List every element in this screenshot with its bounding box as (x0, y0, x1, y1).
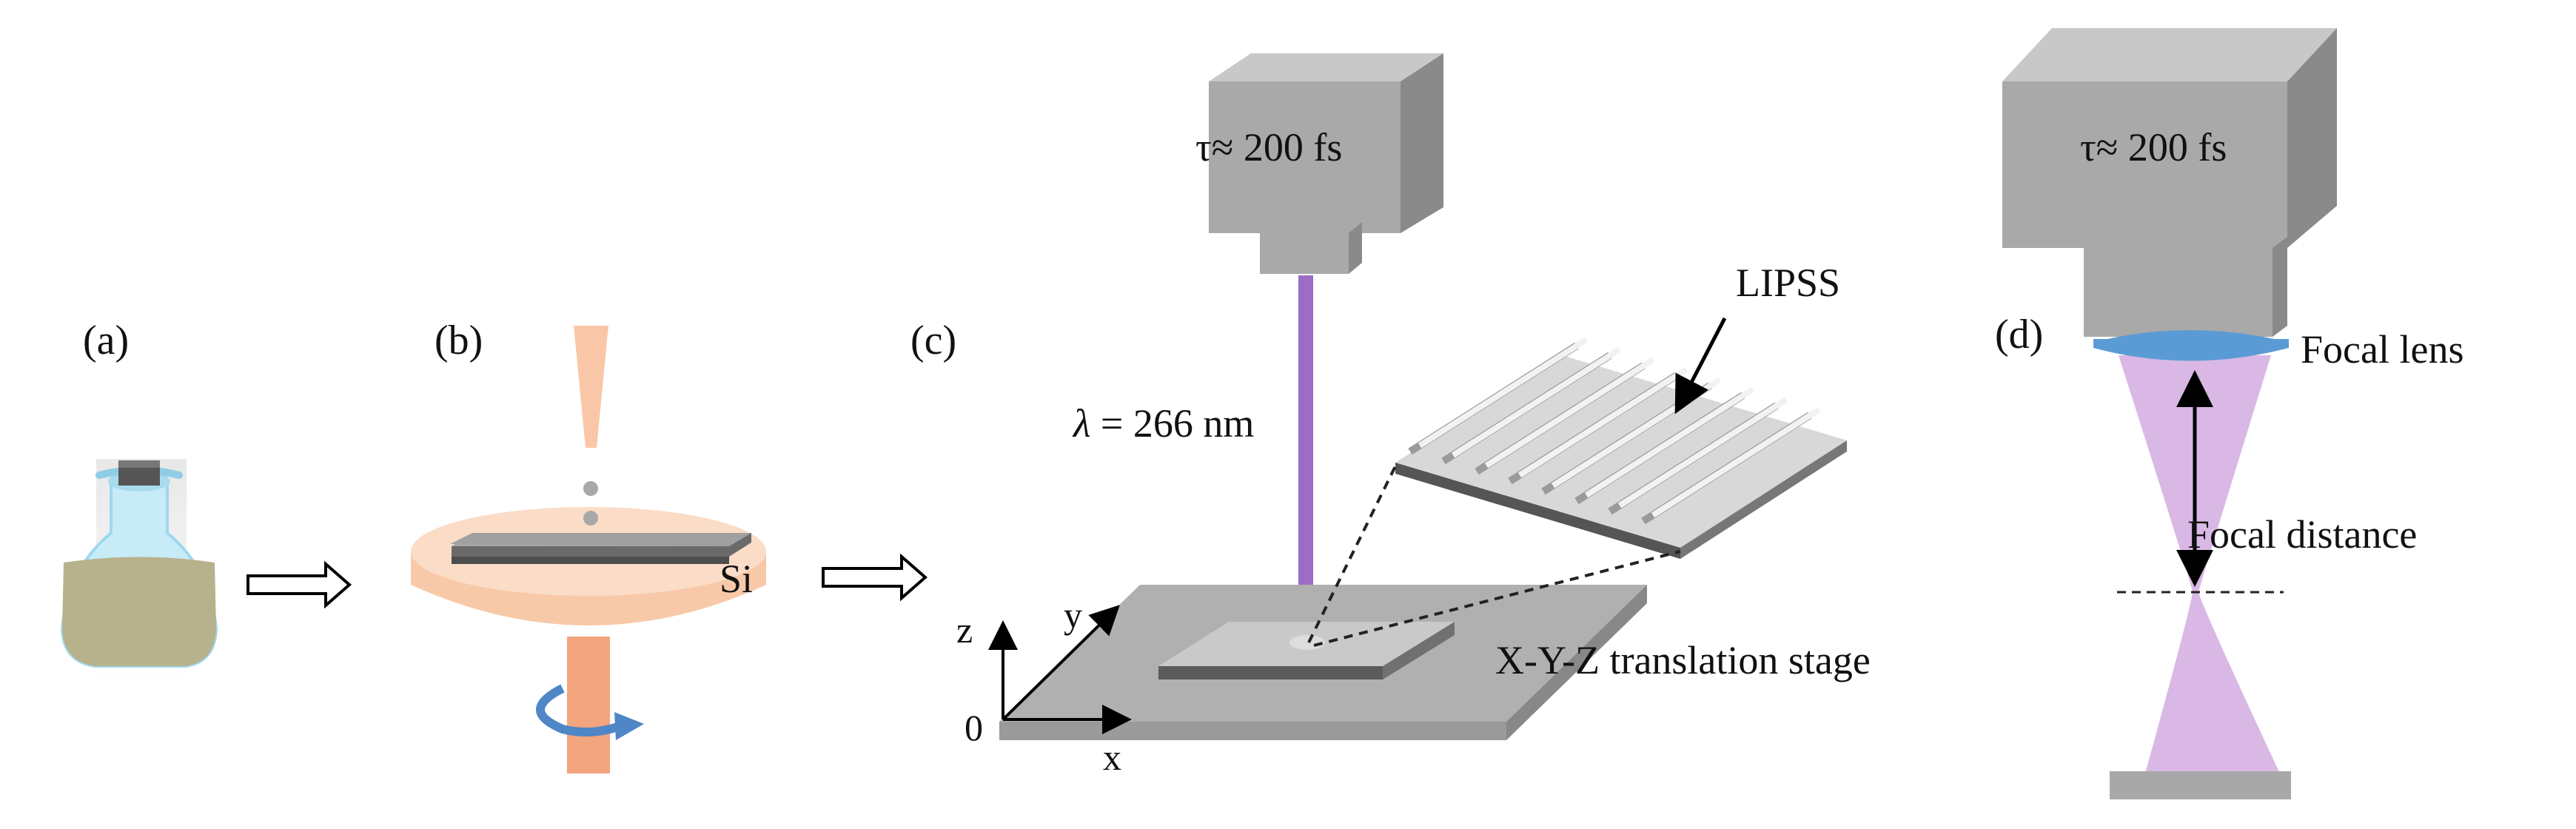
rotation-arrow-icon (536, 684, 624, 736)
laser-head-d: τ≈ 200 fs (2002, 28, 2337, 337)
spin-coater-icon: Si (411, 326, 766, 773)
panel-c-label: (c) (910, 318, 956, 363)
focused-beam-cone (2119, 355, 2280, 773)
panel-a: (a) (60, 318, 352, 681)
process-arrow-icon (822, 553, 928, 602)
panel-b-label: (b) (435, 318, 483, 363)
sample-plate (2110, 771, 2291, 799)
panel-c: (c) τ≈ 200 fs λ = 266 nm X-Y-Z translati… (910, 53, 1871, 778)
droplet-stream-icon (574, 326, 608, 448)
axis-z-label: z (956, 609, 973, 651)
process-arrow-icon (246, 560, 352, 609)
panel-d-label: (d) (1995, 312, 2043, 358)
axis-y-label: y (1064, 594, 1082, 636)
lipss-label: LIPSS (1736, 261, 1840, 305)
wavelength-label: λ = 266 nm (1072, 401, 1254, 446)
lipss-zoom (1395, 337, 1847, 559)
flask-icon (60, 459, 218, 681)
xyz-axes (988, 605, 1132, 734)
zoom-line-right (1313, 550, 1681, 647)
zoom-line-left (1307, 466, 1397, 643)
panel-b: (b) Si (411, 318, 928, 773)
stage-label: X-Y-Z translation stage (1495, 638, 1871, 682)
lipss-pointer-arrow (1674, 317, 1727, 414)
axis-origin-label: 0 (965, 707, 983, 748)
laser-head-c: τ≈ 200 fs (1195, 53, 1443, 274)
pulse-duration-c: τ≈ 200 fs (1195, 125, 1342, 170)
focal-distance-label: Focal distance (2187, 512, 2417, 557)
pulse-duration-d: τ≈ 200 fs (2080, 125, 2227, 170)
si-label: Si (720, 557, 753, 601)
laser-beam (1298, 275, 1313, 631)
panel-d: (d) τ≈ 200 fs Focal lens Focal distance (1995, 28, 2463, 799)
focal-lens-label: Focal lens (2301, 327, 2463, 372)
panel-a-label: (a) (83, 318, 129, 363)
axis-x-label: x (1103, 736, 1121, 778)
